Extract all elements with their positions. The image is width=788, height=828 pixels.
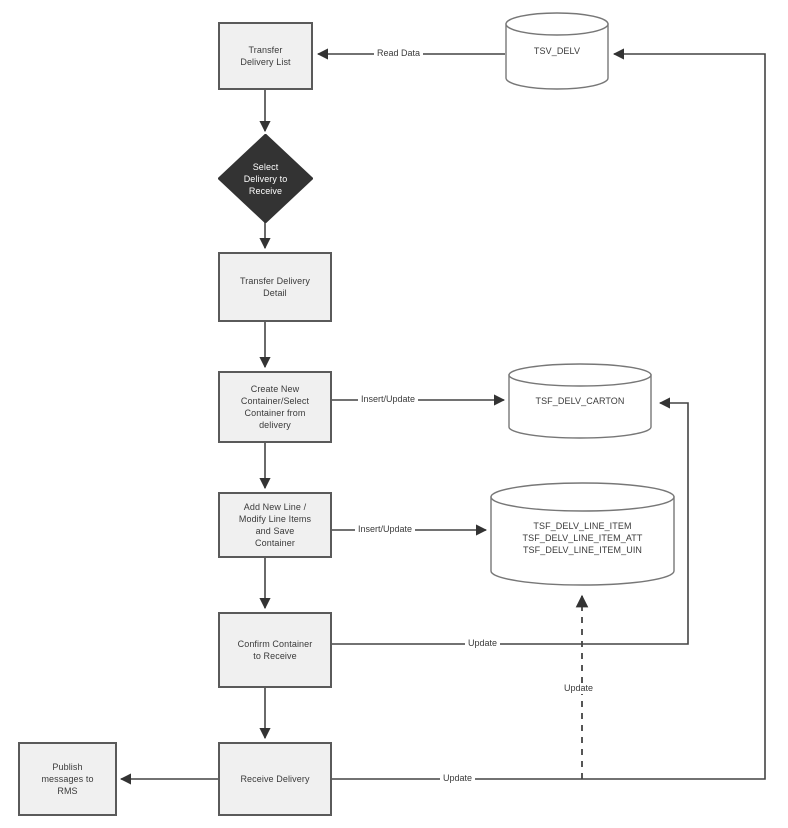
cylinder-icon bbox=[505, 12, 609, 90]
node-select-delivery-to-receive[interactable]: Select Delivery to Receive bbox=[218, 134, 313, 223]
node-transfer-delivery-list[interactable]: Transfer Delivery List bbox=[218, 22, 313, 90]
datastore-label: TSF_DELV_CARTON bbox=[535, 396, 625, 406]
node-publish-messages-to-rms[interactable]: Publish messages to RMS bbox=[18, 742, 117, 816]
edge-label-update-tsv-delv: Update bbox=[440, 773, 476, 784]
node-label: Confirm Container to Receive bbox=[237, 639, 313, 661]
node-label: Add New Line / Modify Line Items and Sav… bbox=[238, 502, 312, 548]
cylinder-icon bbox=[508, 363, 652, 439]
node-receive-delivery[interactable]: Receive Delivery bbox=[218, 742, 332, 816]
edge-label-update-carton: Update bbox=[465, 638, 501, 649]
datastore-tsv-delv[interactable]: TSV_DELV bbox=[505, 12, 609, 90]
node-add-new-line[interactable]: Add New Line / Modify Line Items and Sav… bbox=[218, 492, 332, 558]
datastore-label: TSF_DELV_LINE_ITEM TSF_DELV_LINE_ITEM_AT… bbox=[522, 521, 643, 555]
datastore-tsf-delv-line-item[interactable]: TSF_DELV_LINE_ITEM TSF_DELV_LINE_ITEM_AT… bbox=[490, 482, 675, 586]
node-label: Select Delivery to Receive bbox=[243, 161, 288, 196]
node-create-new-container[interactable]: Create New Container/Select Container fr… bbox=[218, 371, 332, 443]
node-confirm-container-to-receive[interactable]: Confirm Container to Receive bbox=[218, 612, 332, 688]
diamond-shape bbox=[218, 134, 313, 223]
edge-label-insert-update-carton: Insert/Update bbox=[358, 394, 419, 405]
node-transfer-delivery-detail[interactable]: Transfer Delivery Detail bbox=[218, 252, 332, 322]
edge-label-read-data: Read Data bbox=[374, 48, 424, 59]
edge-label-insert-update-line-item: Insert/Update bbox=[355, 524, 416, 535]
cylinder-icon bbox=[490, 482, 675, 586]
node-label: Publish messages to RMS bbox=[41, 762, 94, 796]
node-label: Transfer Delivery Detail bbox=[240, 276, 310, 298]
datastore-tsf-delv-carton[interactable]: TSF_DELV_CARTON bbox=[508, 363, 652, 439]
edge-label-update-line-item-dashed: Update bbox=[561, 683, 597, 694]
datastore-label: TSV_DELV bbox=[533, 46, 581, 56]
node-label: Receive Delivery bbox=[240, 774, 310, 784]
node-label: Transfer Delivery List bbox=[240, 45, 291, 67]
node-label: Create New Container/Select Container fr… bbox=[240, 384, 310, 430]
